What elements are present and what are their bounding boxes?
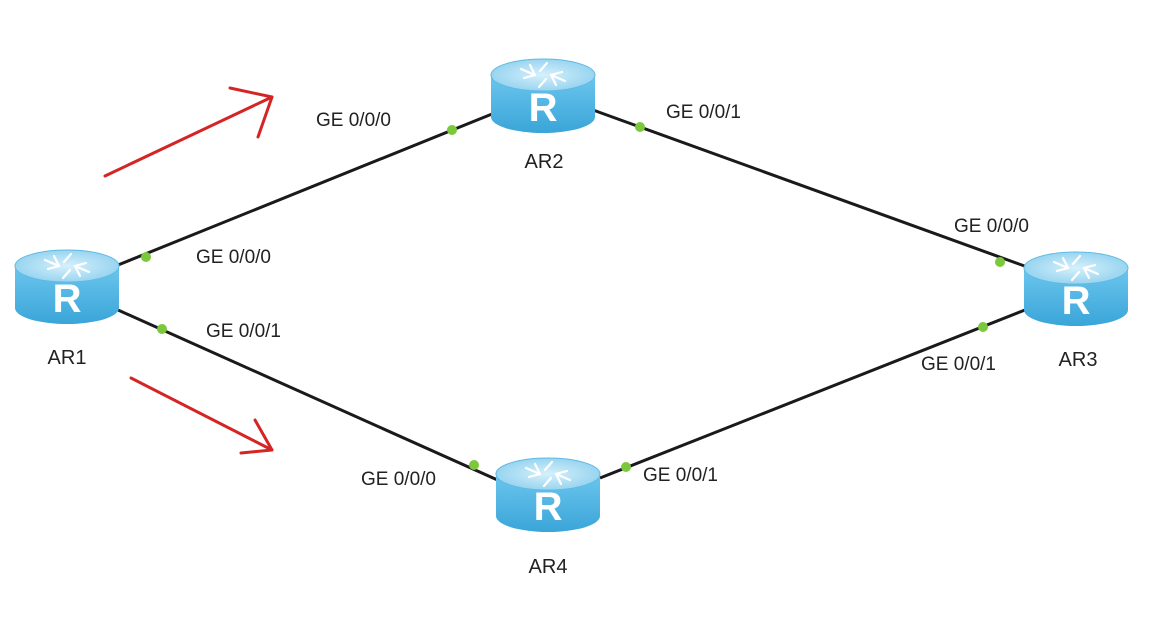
router-icon[interactable]	[489, 57, 597, 135]
port-dot-ar4-ge001	[621, 462, 631, 472]
port-dot-ar3-ge001	[978, 322, 988, 332]
port-label-ar4-ge001: GE 0/0/1	[643, 465, 718, 486]
port-dot-ar3-ge000	[995, 257, 1005, 267]
router-label-ar1: AR1	[48, 347, 87, 369]
port-label-ar1-ge000: GE 0/0/0	[196, 247, 271, 268]
router-icon[interactable]	[494, 456, 602, 534]
link-ar1-ar4	[117, 308, 503, 484]
port-label-ar2-ge001: GE 0/0/1	[666, 102, 741, 123]
router-label-ar4: AR4	[529, 556, 568, 578]
direction-arrow-lower	[129, 376, 274, 455]
link-ar1-ar2	[117, 110, 498, 267]
router-label-ar2: AR2	[525, 151, 564, 173]
direction-arrow-upper	[103, 86, 274, 178]
port-label-ar4-ge000: GE 0/0/0	[361, 469, 436, 490]
port-label-ar3-ge000: GE 0/0/0	[954, 216, 1029, 237]
link-ar4-ar3	[599, 306, 1031, 480]
port-dot-ar1-ge000	[141, 252, 151, 262]
router-icon[interactable]	[1022, 250, 1130, 328]
router-label-ar3: AR3	[1059, 349, 1098, 371]
port-dot-ar2-ge001	[635, 122, 645, 132]
port-label-ar2-ge000: GE 0/0/0	[316, 110, 391, 131]
port-dot-ar1-ge001	[157, 324, 167, 334]
port-dot-ar4-ge000	[469, 460, 479, 470]
port-dot-ar2-ge000	[447, 125, 457, 135]
port-label-ar1-ge001: GE 0/0/1	[206, 321, 281, 342]
router-icon[interactable]	[13, 248, 121, 326]
port-label-ar3-ge001: GE 0/0/1	[921, 354, 996, 375]
link-ar2-ar3	[592, 108, 1031, 270]
